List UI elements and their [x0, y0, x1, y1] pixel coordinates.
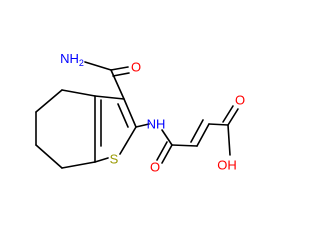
carboxamide-group	[84, 61, 130, 100]
bond	[171, 144, 198, 147]
cyclohexane-ring	[35, 89, 96, 169]
hydroxyl-label: OH	[217, 157, 237, 172]
thiophene-ring	[94, 95, 137, 163]
nh-label: NH	[147, 116, 166, 131]
bond	[208, 123, 229, 126]
bond	[61, 161, 96, 169]
bond	[161, 129, 173, 146]
bond	[156, 141, 168, 161]
nh2-label: NH2	[60, 51, 84, 68]
bond	[196, 123, 210, 147]
bond	[123, 98, 137, 128]
bond	[84, 61, 112, 71]
bond	[222, 105, 234, 123]
bond	[227, 108, 239, 126]
carbonyl-oxygen-label: O	[150, 159, 160, 174]
bond	[94, 95, 125, 100]
bond	[110, 69, 125, 100]
bond	[117, 103, 129, 128]
acid-oxygen-label: O	[235, 92, 245, 107]
chemical-structure-diagram: NH2 O S NH O O OH	[35, 51, 245, 174]
bond	[119, 126, 137, 155]
acyl-chain	[135, 105, 239, 164]
sulfur-label: S	[110, 151, 119, 166]
bond	[112, 72, 130, 77]
bond	[94, 157, 109, 163]
bond	[35, 89, 63, 113]
bond	[135, 123, 150, 128]
bond	[35, 144, 63, 169]
structure-canvas: NH2 O S NH O O OH	[35, 51, 246, 175]
bond	[61, 89, 96, 97]
bond	[110, 66, 129, 71]
amide-oxygen-label: O	[131, 59, 141, 74]
bond	[190, 119, 204, 143]
bond	[161, 144, 173, 164]
bond	[227, 124, 231, 156]
